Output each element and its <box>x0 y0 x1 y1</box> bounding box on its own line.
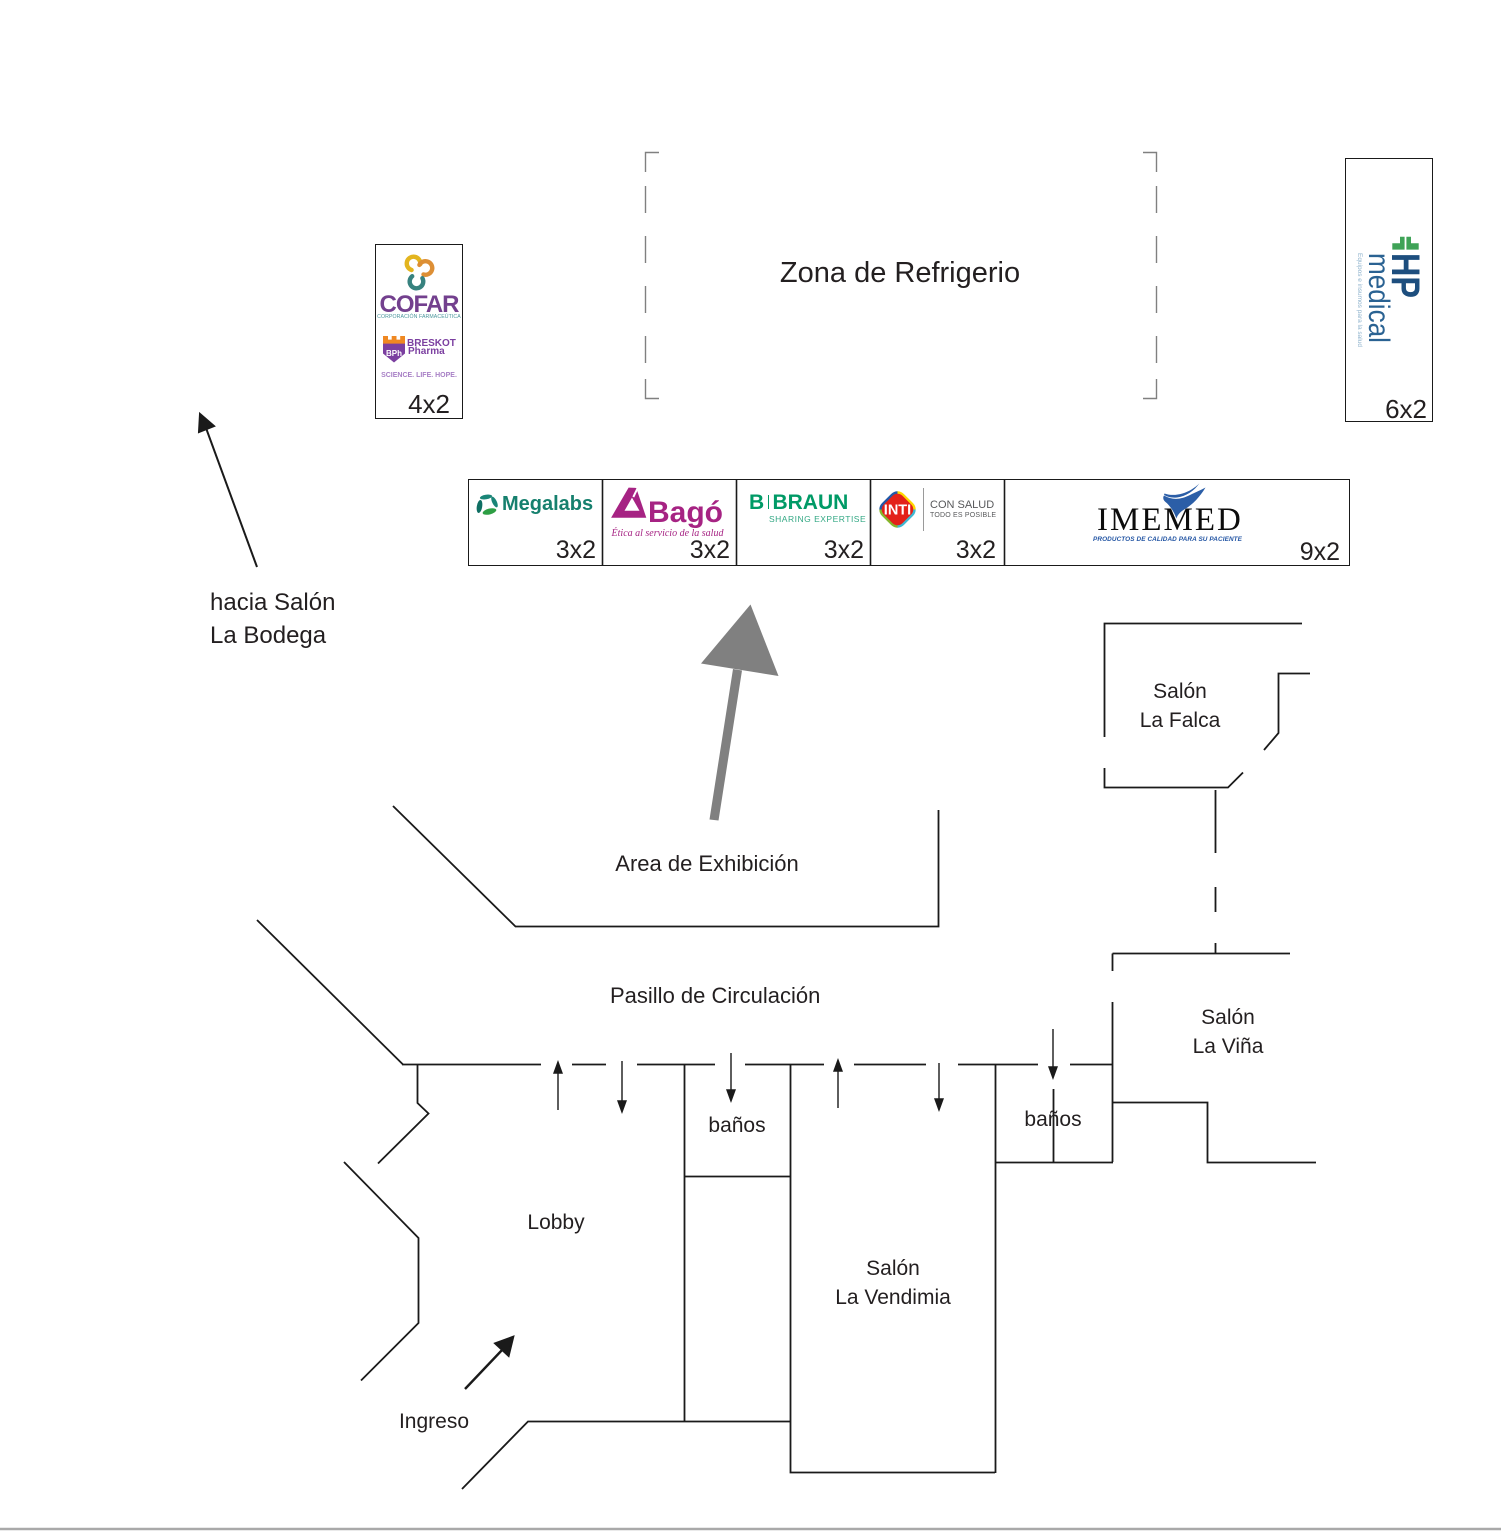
svg-text:INTI: INTI <box>884 503 911 519</box>
svg-text:BPh: BPh <box>386 349 402 358</box>
